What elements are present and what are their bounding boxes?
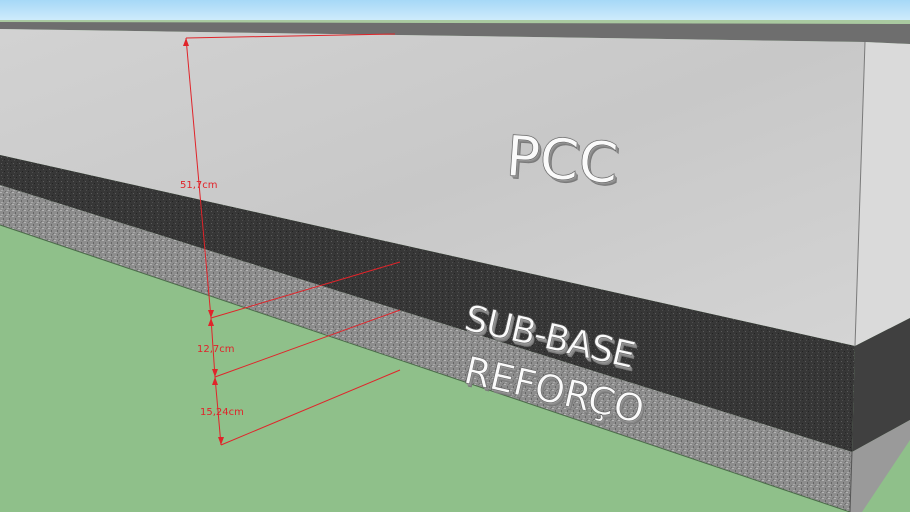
sub-base-layer-front <box>0 155 855 452</box>
slab-top-face <box>0 22 910 44</box>
dimension-label-reforco: 15,24cm <box>200 407 244 418</box>
dimension-arrowheads <box>183 38 224 445</box>
dimension-lines <box>185 33 401 446</box>
dimension-label-sub-base: 12,7cm <box>197 344 235 355</box>
layer-label-pcc: PCC <box>503 124 621 197</box>
sub-base-layer-side <box>852 318 910 452</box>
pcc-layer-side <box>855 42 910 346</box>
dimension-label-pcc: 51,7cm <box>180 180 218 191</box>
reforco-layer-front <box>0 185 852 512</box>
pcc-layer-front <box>0 29 865 346</box>
